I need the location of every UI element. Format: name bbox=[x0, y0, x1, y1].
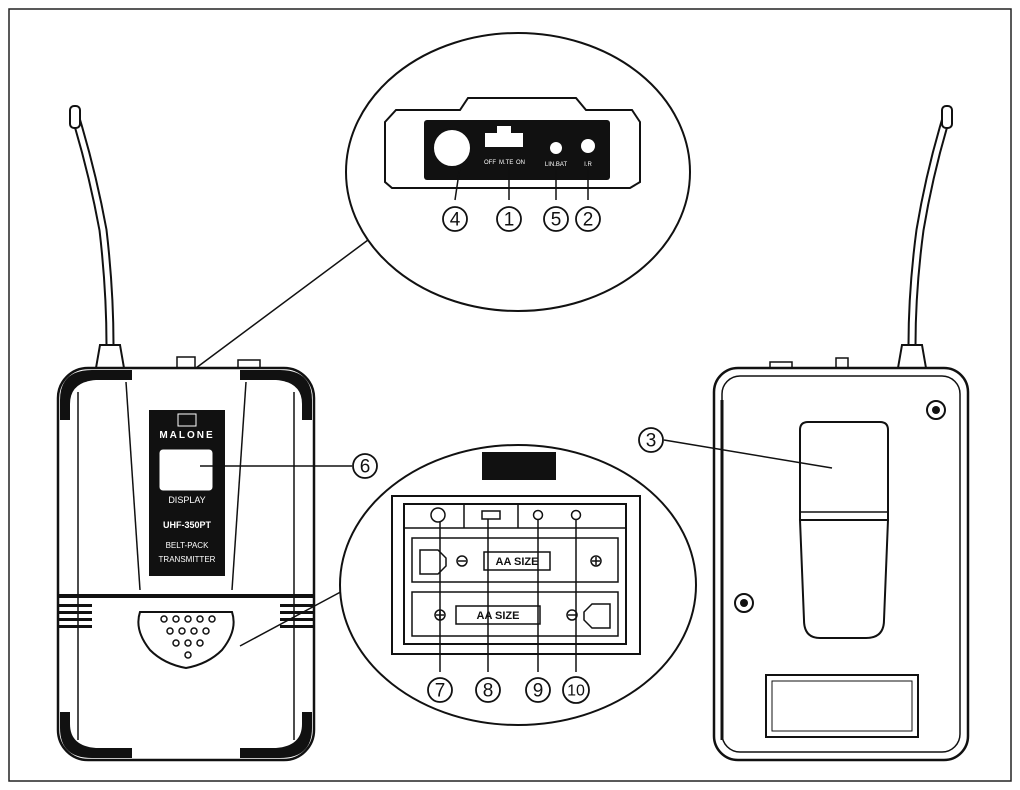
leader-3 bbox=[663, 439, 833, 469]
svg-text:9: 9 bbox=[533, 681, 544, 702]
callout-4: 4 bbox=[442, 206, 468, 232]
callout-9: 9 bbox=[525, 677, 551, 703]
line-bat-jack bbox=[550, 142, 562, 154]
switch-label-mute: M.TE bbox=[499, 160, 513, 166]
brand-label: MALONE bbox=[159, 430, 214, 441]
display-label: DISPLAY bbox=[168, 495, 205, 505]
ir-sensor bbox=[581, 139, 595, 153]
callout-2: 2 bbox=[575, 206, 601, 232]
top-panel-zoom: OFF M.TE ON LIN.BAT I.R bbox=[345, 32, 691, 312]
gain-adjust-2 bbox=[570, 509, 582, 521]
svg-text:2: 2 bbox=[583, 210, 594, 231]
type-label-line2: TRANSMITTER bbox=[159, 555, 216, 564]
callout-10: 10 bbox=[562, 676, 590, 704]
callout-3: 3 bbox=[638, 427, 664, 453]
left-antenna-base bbox=[94, 344, 126, 369]
callout-8: 8 bbox=[475, 677, 501, 703]
svg-text:1: 1 bbox=[504, 210, 515, 231]
transmitter-front-view: MALONE DISPLAY UHF-350PT BELT-PACK TRANS… bbox=[56, 105, 316, 762]
top-control-panel bbox=[424, 120, 610, 180]
battery-label-upper: AA SIZE bbox=[496, 556, 539, 568]
transmitter-back-view bbox=[712, 105, 970, 762]
battery-door-latch bbox=[482, 452, 556, 480]
ir-label: I.R bbox=[584, 162, 592, 168]
mic-input-jack bbox=[432, 128, 472, 168]
svg-text:5: 5 bbox=[551, 210, 562, 231]
jack-label: LIN.BAT bbox=[545, 162, 568, 168]
svg-text:7: 7 bbox=[435, 681, 446, 702]
leader-top-zoom bbox=[195, 239, 369, 369]
channel-selector bbox=[430, 507, 446, 523]
display-window bbox=[159, 449, 213, 491]
svg-text:3: 3 bbox=[646, 431, 657, 452]
callout-7: 7 bbox=[427, 677, 453, 703]
model-label: UHF-350PT bbox=[163, 520, 212, 530]
front-label-panel bbox=[149, 410, 225, 576]
gain-adjust-1 bbox=[532, 509, 544, 521]
right-antenna bbox=[907, 107, 953, 350]
callout-5: 5 bbox=[543, 206, 569, 232]
switch-label-on: ON bbox=[516, 160, 525, 166]
svg-text:4: 4 bbox=[450, 210, 461, 231]
switch-label-off: OFF bbox=[484, 160, 496, 166]
type-label-line1: BELT-PACK bbox=[166, 541, 209, 550]
power-switch bbox=[485, 133, 523, 147]
svg-text:6: 6 bbox=[360, 457, 371, 478]
battery-label-lower: AA SIZE bbox=[477, 610, 520, 622]
callout-1: 1 bbox=[496, 206, 522, 232]
leader-battery-zoom bbox=[239, 587, 349, 647]
rear-label-plate bbox=[765, 674, 919, 738]
callout-6: 6 bbox=[352, 453, 378, 479]
diagram-frame bbox=[8, 8, 1012, 782]
battery-compartment-zoom: AA SIZE AA SIZE bbox=[339, 444, 697, 726]
belt-clip bbox=[799, 421, 889, 521]
svg-text:8: 8 bbox=[483, 681, 494, 702]
svg-text:10: 10 bbox=[567, 683, 585, 700]
rf-power-switch bbox=[481, 510, 501, 520]
